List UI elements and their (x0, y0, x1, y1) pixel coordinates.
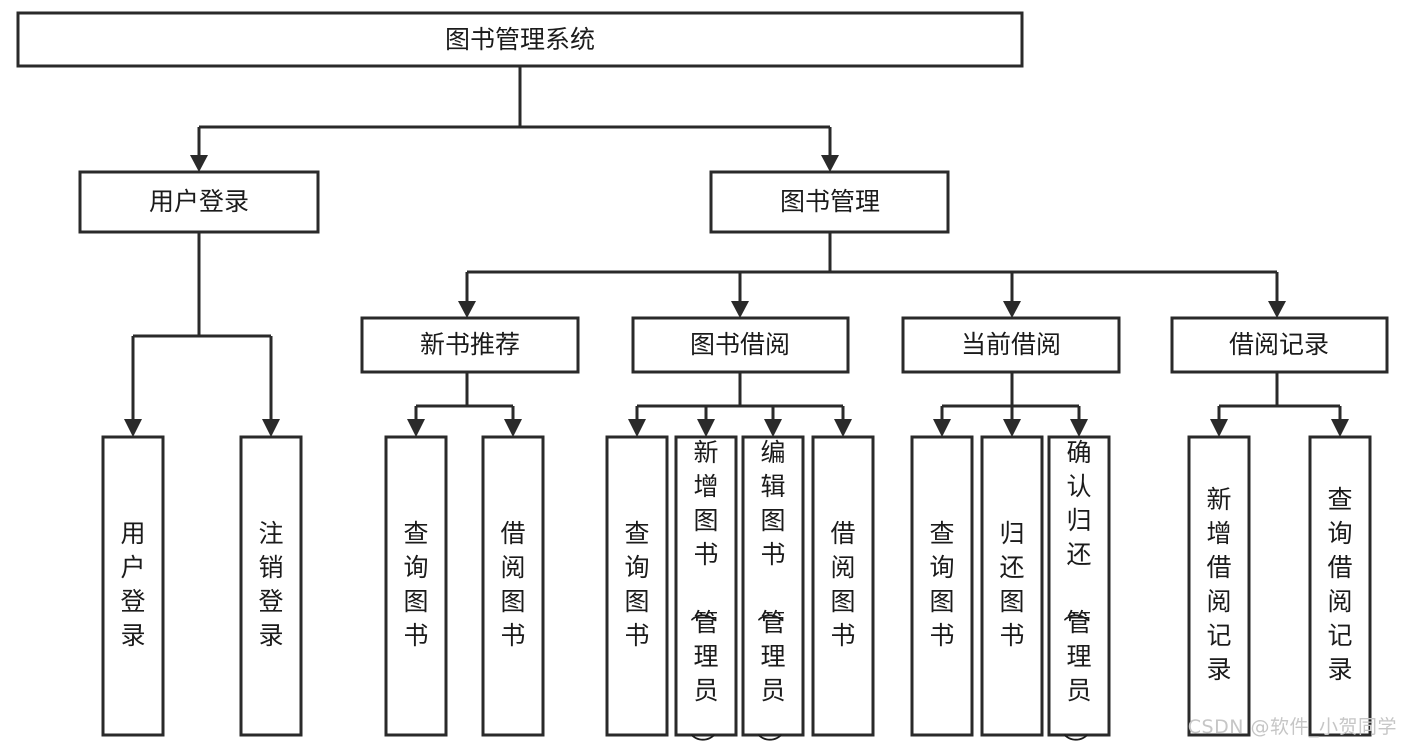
node-leaf-edit-book-label: 编辑图书（管理员） (754, 438, 785, 747)
node-new-book-recommend-box[interactable] (360, 316, 580, 374)
arrow-head-leaf-confirm-return (1070, 419, 1088, 437)
node-leaf-query-record-box[interactable] (1308, 435, 1372, 737)
node-leaf-return-book-box[interactable] (980, 435, 1044, 737)
node-book-borrow[interactable]: 图书借阅 (631, 316, 850, 374)
node-leaf-confirm-return-box[interactable] (1047, 435, 1111, 737)
arrow-head-leaf-edit-book (764, 419, 782, 437)
node-borrow-record-label: 借阅记录 (1229, 330, 1329, 359)
node-leaf-return-book-label: 归还图书 (999, 519, 1024, 650)
node-leaf-add-book[interactable]: 新增图书（管理员） (674, 435, 738, 747)
connector-layer (124, 66, 1349, 437)
node-leaf-borrow-book-2-box[interactable] (811, 435, 875, 737)
node-book-borrow-box[interactable] (631, 316, 850, 374)
node-leaf-confirm-return[interactable]: 确认归还（管理员） (1047, 435, 1111, 747)
node-leaf-user-login-box[interactable] (101, 435, 165, 737)
node-leaf-query-record-label: 查询借阅记录 (1327, 485, 1352, 684)
node-current-borrow-label: 当前借阅 (961, 330, 1061, 359)
node-leaf-borrow-book-1[interactable]: 借阅图书 (481, 435, 545, 737)
node-leaf-user-login-label: 用户登录 (120, 519, 145, 650)
arrow-head-leaf-query-book-3 (933, 419, 951, 437)
node-leaf-add-book-label: 新增图书（管理员） (687, 438, 718, 747)
node-leaf-query-book-1[interactable]: 查询图书 (384, 435, 448, 737)
arrow-head-leaf-query-book-2 (628, 419, 646, 437)
node-leaf-add-record-box[interactable] (1187, 435, 1251, 737)
node-leaf-edit-book-box[interactable] (741, 435, 805, 737)
node-current-borrow[interactable]: 当前借阅 (901, 316, 1121, 374)
arrow-head-leaf-add-book (697, 419, 715, 437)
node-leaf-query-book-3[interactable]: 查询图书 (910, 435, 974, 737)
node-leaf-borrow-book-1-label: 借阅图书 (500, 519, 525, 650)
node-book-manage[interactable]: 图书管理 (709, 170, 950, 234)
node-leaf-add-record[interactable]: 新增借阅记录 (1187, 435, 1251, 737)
node-user-login-label: 用户登录 (149, 187, 249, 216)
arrow-head-book-borrow (731, 301, 749, 318)
arrow-head-leaf-query-record (1331, 419, 1349, 437)
node-leaf-query-record[interactable]: 查询借阅记录 (1308, 435, 1372, 737)
node-leaf-return-book[interactable]: 归还图书 (980, 435, 1044, 737)
arrow-head-leaf-borrow-book-1 (504, 419, 522, 437)
node-leaf-confirm-return-label: 确认归还（管理员） (1060, 438, 1091, 747)
node-new-book-recommend-label: 新书推荐 (420, 330, 520, 359)
node-borrow-record-box[interactable] (1170, 316, 1389, 374)
arrow-head-book-manage (821, 155, 839, 172)
node-leaf-borrow-book-2[interactable]: 借阅图书 (811, 435, 875, 737)
arrow-head-current-borrow (1003, 301, 1021, 318)
node-leaf-query-book-2[interactable]: 查询图书 (605, 435, 669, 737)
node-leaf-edit-book[interactable]: 编辑图书（管理员） (741, 435, 805, 747)
arrow-head-new-book-recommend (458, 301, 476, 318)
arrow-head-leaf-query-book-1 (407, 419, 425, 437)
node-leaf-user-login[interactable]: 用户登录 (101, 435, 165, 737)
node-leaf-query-book-2-label: 查询图书 (624, 519, 649, 650)
node-leaf-borrow-book-2-label: 借阅图书 (830, 519, 855, 650)
node-leaf-logout[interactable]: 注销登录 (239, 435, 303, 737)
arrow-head-user-login (190, 155, 208, 172)
arrow-head-leaf-return-book (1003, 419, 1021, 437)
arrow-head-leaf-logout (262, 419, 280, 437)
node-root-box[interactable] (16, 11, 1024, 68)
node-leaf-logout-label: 注销登录 (258, 519, 283, 650)
node-leaf-add-record-label: 新增借阅记录 (1206, 485, 1231, 684)
node-borrow-record[interactable]: 借阅记录 (1170, 316, 1389, 374)
node-book-manage-label: 图书管理 (780, 187, 880, 216)
node-book-borrow-label: 图书借阅 (690, 330, 790, 359)
node-leaf-query-book-2-box[interactable] (605, 435, 669, 737)
arrow-head-borrow-record (1268, 301, 1286, 318)
node-leaf-query-book-3-box[interactable] (910, 435, 974, 737)
arrow-head-leaf-user-login (124, 419, 142, 437)
node-leaf-borrow-book-1-box[interactable] (481, 435, 545, 737)
node-new-book-recommend[interactable]: 新书推荐 (360, 316, 580, 374)
node-leaf-query-book-1-label: 查询图书 (403, 519, 428, 650)
node-book-manage-box[interactable] (709, 170, 950, 234)
node-leaf-add-book-box[interactable] (674, 435, 738, 737)
arrow-head-leaf-borrow-book-2 (834, 419, 852, 437)
node-user-login[interactable]: 用户登录 (78, 170, 320, 234)
node-user-login-box[interactable] (78, 170, 320, 234)
node-current-borrow-box[interactable] (901, 316, 1121, 374)
node-leaf-query-book-3-label: 查询图书 (929, 519, 954, 650)
csdn-watermark: CSDN @软件_小贺同学 (1187, 716, 1397, 738)
node-leaf-logout-box[interactable] (239, 435, 303, 737)
arrow-head-leaf-add-record (1210, 419, 1228, 437)
node-root-label: 图书管理系统 (445, 25, 595, 54)
node-root[interactable]: 图书管理系统 (16, 11, 1024, 68)
node-leaf-query-book-1-box[interactable] (384, 435, 448, 737)
